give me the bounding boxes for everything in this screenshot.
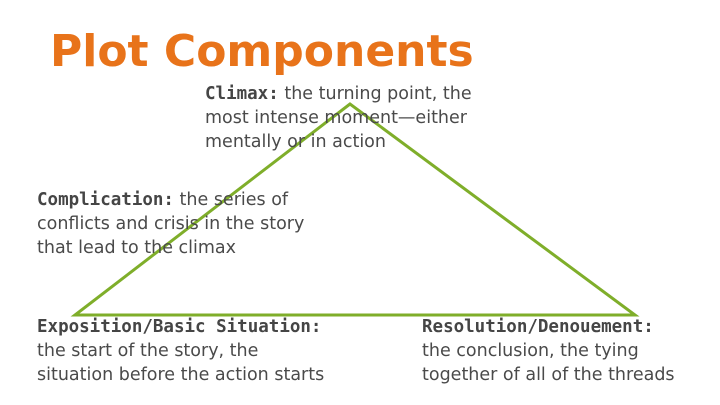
resolution-text: Resolution/Denouement: the conclusion, t… (422, 315, 675, 387)
exposition-term: Exposition/Basic Situation: (37, 317, 322, 337)
complication-line-2: conflicts and crisis in the story (37, 214, 305, 234)
climax-line-2: most intense moment—either (205, 108, 467, 128)
climax-text: Climax: the turning point, the most inte… (205, 82, 472, 154)
climax-line-1: Climax: the turning point, the (205, 82, 472, 106)
exposition-line-2: the start of the story, the (37, 341, 259, 361)
complication-term: Complication: (37, 190, 174, 210)
climax-term: Climax: (205, 84, 279, 104)
complication-line-1: Complication: the series of (37, 188, 304, 212)
complication-text: Complication: the series of conflicts an… (37, 188, 304, 260)
resolution-term: Resolution/Denouement: (422, 317, 654, 337)
climax-line-3: mentally or in action (205, 132, 386, 152)
resolution-line-3: together of all of the threads (422, 365, 675, 385)
complication-line-3: that lead to the climax (37, 238, 237, 258)
exposition-text: Exposition/Basic Situation: the start of… (37, 315, 324, 387)
plot-triangle-shape (70, 102, 640, 317)
complication-definition-start: the series of (173, 190, 289, 210)
resolution-line-2: the conclusion, the tying (422, 341, 639, 361)
exposition-line-3: situation before the action starts (37, 365, 325, 385)
slide-title: Plot Components (50, 26, 474, 77)
climax-definition-start: the turning point, the (278, 84, 472, 104)
